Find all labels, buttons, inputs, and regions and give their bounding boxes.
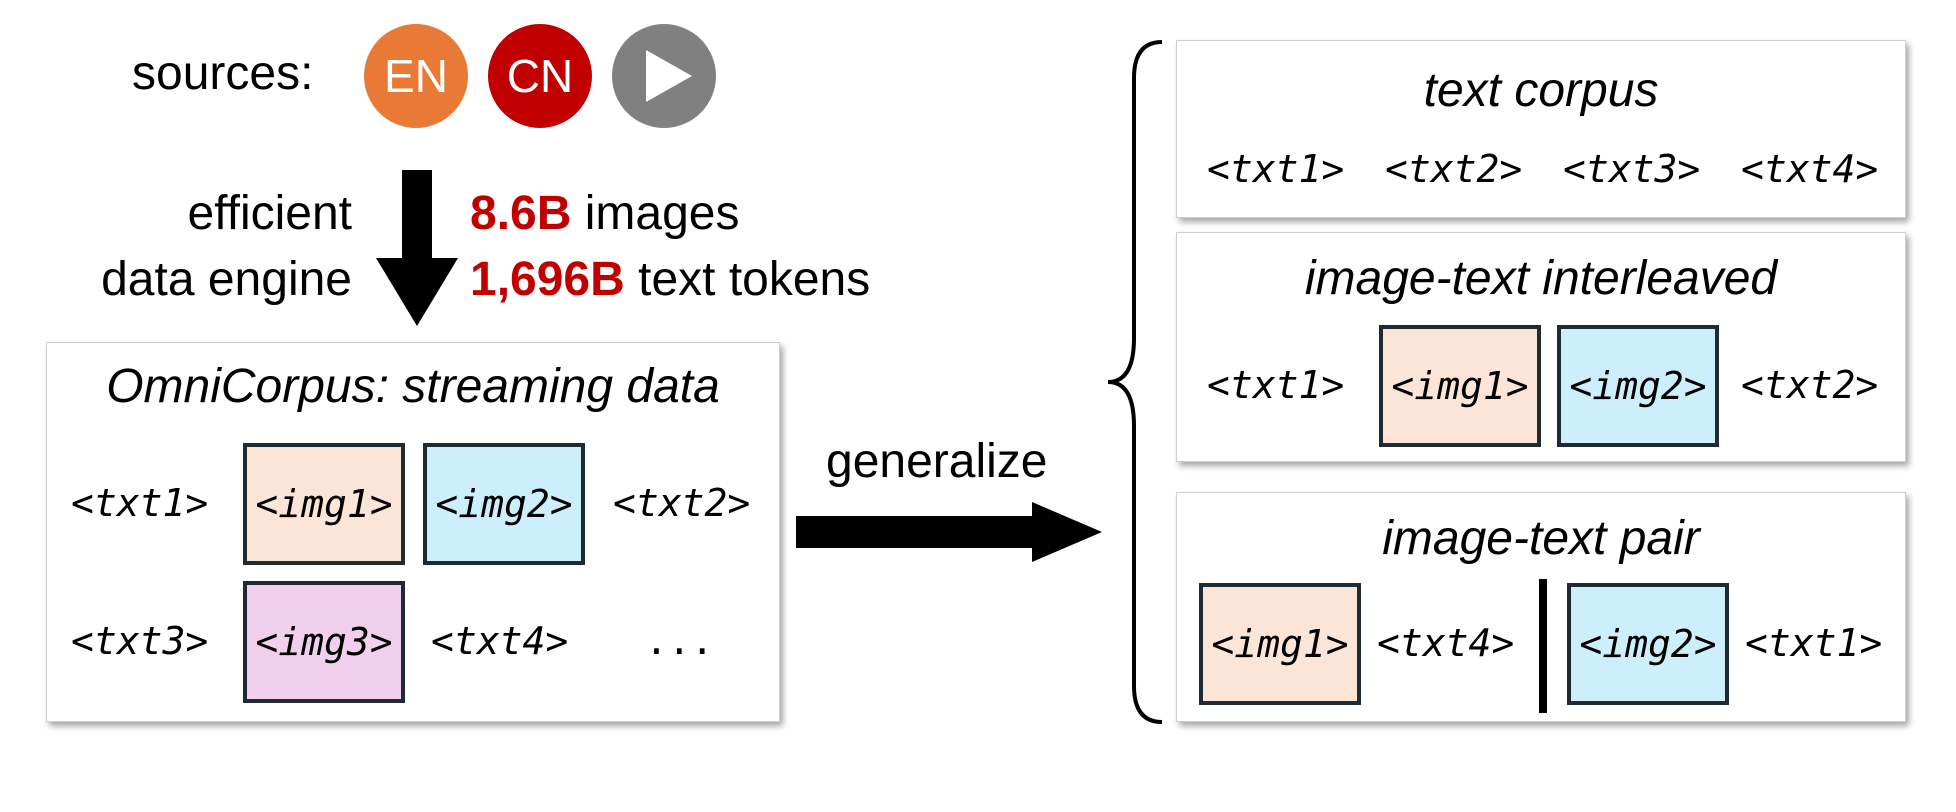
interleaved-panel: image-text interleaved <txt1> <img1> <im… [1176,232,1906,462]
engine-label-line1: efficient [187,187,352,240]
omnicorpus-title: OmniCorpus: streaming data [106,360,720,413]
omnicorpus-panel: OmniCorpus: streaming data <txt1> <img1>… [46,342,780,722]
image-token-img1: <img1> [1379,325,1541,447]
right-arrow [796,502,1102,562]
token-txt1: <txt1> [1745,621,1883,665]
tokens-value: 1,696B [470,253,625,306]
token-txt3: <txt3> [71,619,209,663]
image-token-img1: <img1> [243,443,405,565]
source-en-badge: EN [364,24,468,128]
images-unit: images [571,187,740,240]
curly-brace [1107,40,1163,724]
token-txt3: <txt3> [1563,147,1701,191]
token-txt4: <txt4> [431,619,569,663]
pair-panel: image-text pair <img1> <txt4> <img2> <tx… [1176,492,1906,722]
down-arrow [376,170,458,326]
ellipsis: ... [645,619,714,663]
token-txt2: <txt2> [613,481,751,525]
source-cn-badge: CN [488,24,592,128]
image-token-img3: <img3> [243,581,405,703]
token-txt1: <txt1> [1207,363,1345,407]
tokens-unit: text tokens [624,253,871,306]
image-token-img2: <img2> [423,443,585,565]
tokens-stat: 1,696B text tokens [470,252,870,307]
token-txt1: <txt1> [1207,147,1345,191]
token-txt2: <txt2> [1741,363,1879,407]
images-stat: 8.6B images [470,186,739,241]
text-corpus-title: text corpus [1423,64,1659,117]
image-token-img2: <img2> [1567,583,1729,705]
engine-label-line2: data engine [101,253,352,306]
token-txt1: <txt1> [71,481,209,525]
token-txt4: <txt4> [1377,621,1515,665]
source-video-badge [612,24,716,128]
pair-divider [1539,579,1547,713]
token-txt2: <txt2> [1385,147,1523,191]
image-token-img1: <img1> [1199,583,1361,705]
text-corpus-panel: text corpus <txt1> <txt2> <txt3> <txt4> [1176,40,1906,218]
images-value: 8.6B [470,187,572,240]
play-icon [646,50,692,102]
image-token-img2: <img2> [1557,325,1719,447]
sources-label: sources: [132,47,314,100]
interleaved-title: image-text interleaved [1304,252,1778,305]
pair-title: image-text pair [1382,512,1700,565]
token-txt4: <txt4> [1741,147,1879,191]
generalize-label: generalize [826,435,1048,488]
